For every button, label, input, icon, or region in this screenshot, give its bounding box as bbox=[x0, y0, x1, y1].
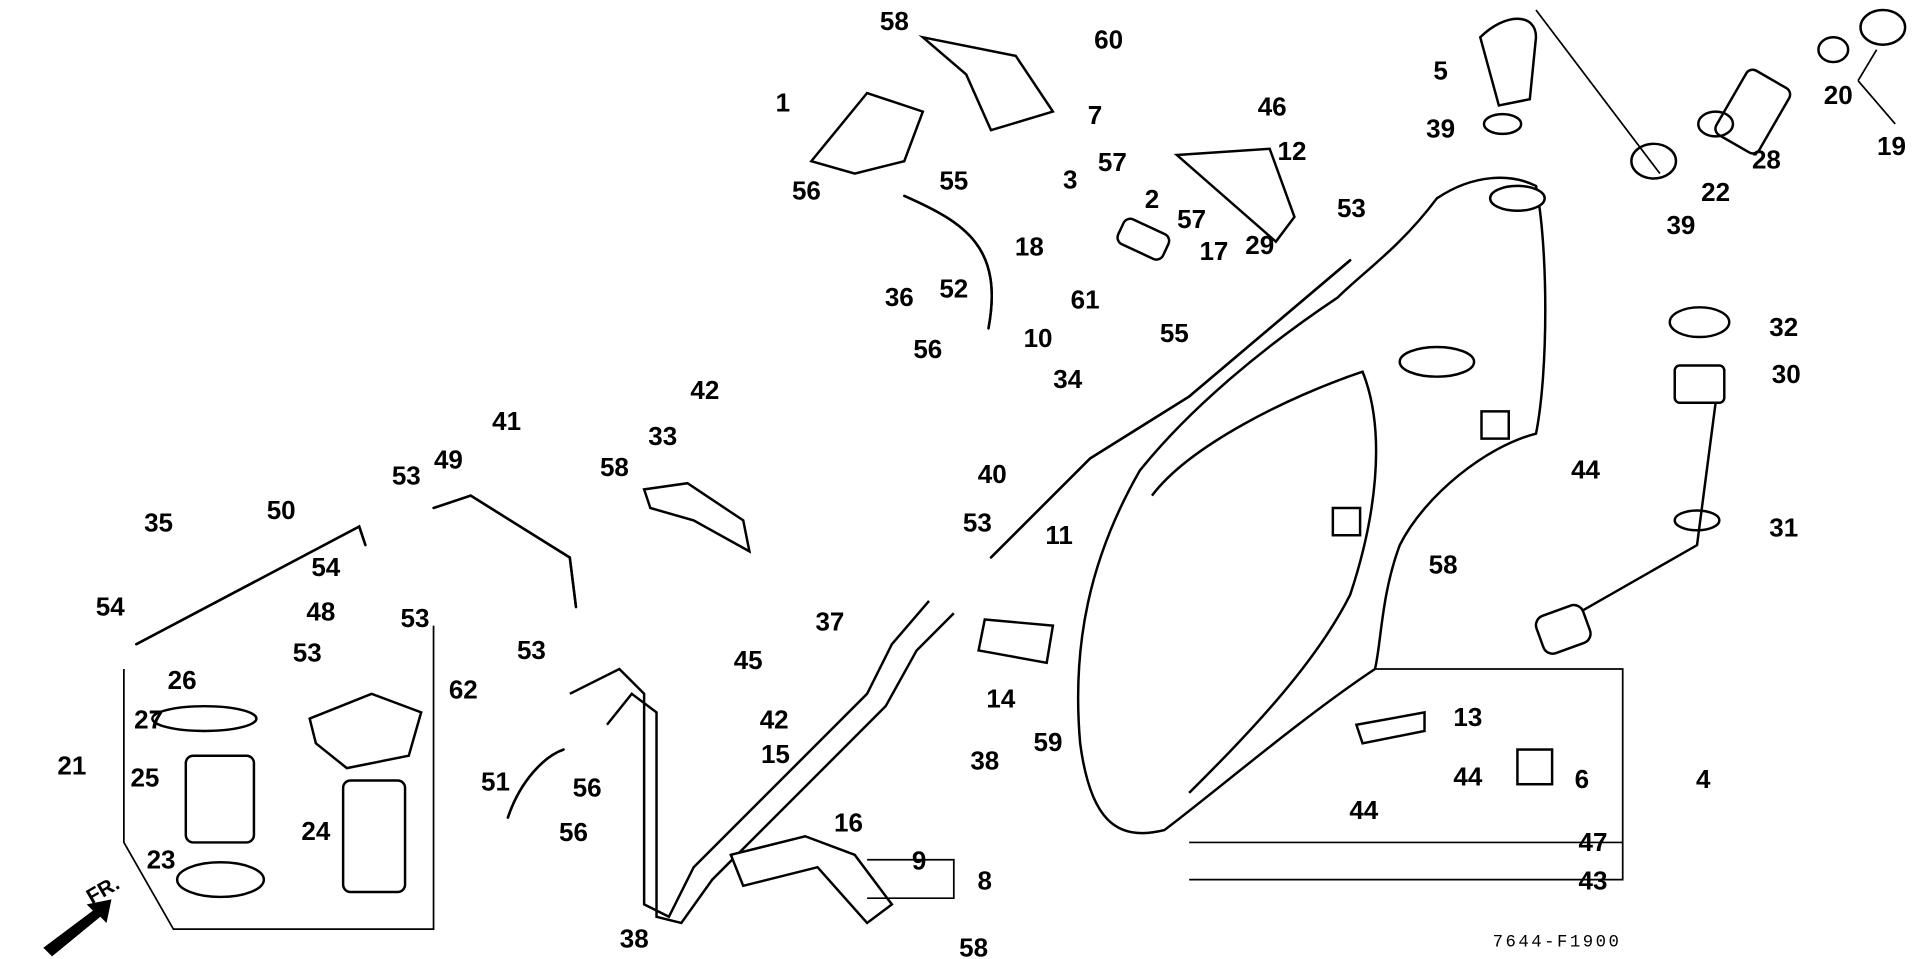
callout-42: 42 bbox=[690, 375, 719, 405]
callout-3: 3 bbox=[1063, 164, 1077, 194]
fuel-line-16 bbox=[606, 612, 955, 925]
callout-59: 59 bbox=[1033, 727, 1062, 757]
callout-20: 20 bbox=[1824, 80, 1853, 110]
callout-30: 30 bbox=[1772, 359, 1801, 389]
callout-13: 13 bbox=[1453, 702, 1482, 732]
callout-61: 61 bbox=[1071, 285, 1100, 315]
fuel-tank bbox=[1076, 176, 1547, 835]
callout-40: 40 bbox=[978, 459, 1007, 489]
callout-56: 56 bbox=[792, 176, 821, 206]
fuel-valve bbox=[308, 692, 423, 770]
filter-cup bbox=[184, 754, 256, 844]
callout-19: 19 bbox=[1877, 131, 1906, 161]
callout-58: 58 bbox=[1429, 550, 1458, 580]
callout-58: 58 bbox=[959, 932, 988, 959]
callout-38: 38 bbox=[970, 745, 999, 775]
callout-25: 25 bbox=[130, 763, 159, 793]
callout-55: 55 bbox=[1160, 318, 1189, 348]
callout-4: 4 bbox=[1696, 764, 1711, 794]
callout-62: 62 bbox=[449, 675, 478, 705]
callout-9: 9 bbox=[912, 846, 926, 876]
callout-15: 15 bbox=[761, 739, 790, 769]
callout-57: 57 bbox=[1177, 204, 1206, 234]
callout-54: 54 bbox=[96, 592, 125, 622]
callout-45: 45 bbox=[734, 645, 763, 675]
callout-57: 57 bbox=[1098, 147, 1127, 177]
callout-39: 39 bbox=[1666, 210, 1695, 240]
callout-24: 24 bbox=[301, 816, 330, 846]
callout-35: 35 bbox=[144, 508, 173, 538]
fuel-filter bbox=[341, 779, 407, 894]
callout-12: 12 bbox=[1278, 136, 1307, 166]
callout-44: 44 bbox=[1349, 795, 1378, 825]
callout-60: 60 bbox=[1094, 24, 1123, 54]
callout-10: 10 bbox=[1024, 323, 1053, 353]
callout-49: 49 bbox=[434, 444, 463, 474]
callout-32: 32 bbox=[1769, 312, 1798, 342]
callout-17: 17 bbox=[1199, 236, 1228, 266]
callout-44: 44 bbox=[1453, 761, 1482, 791]
callout-54: 54 bbox=[311, 552, 340, 582]
fuel-level-sender bbox=[1673, 364, 1726, 404]
callout-53: 53 bbox=[963, 508, 992, 538]
callout-53: 53 bbox=[293, 638, 322, 668]
callout-36: 36 bbox=[885, 282, 914, 312]
callout-58: 58 bbox=[600, 452, 629, 482]
callout-53: 53 bbox=[1337, 193, 1366, 223]
callout-53: 53 bbox=[517, 635, 546, 665]
callout-42: 42 bbox=[760, 704, 789, 734]
fuel-line-15 bbox=[569, 600, 930, 919]
callout-2: 2 bbox=[1145, 184, 1159, 214]
callout-23: 23 bbox=[147, 844, 176, 874]
figure-code: 7644-F1900 bbox=[1493, 933, 1622, 952]
callout-56: 56 bbox=[573, 773, 602, 803]
callout-50: 50 bbox=[267, 495, 296, 525]
callout-31: 31 bbox=[1769, 512, 1798, 542]
callout-11: 11 bbox=[1045, 520, 1073, 550]
callout-29: 29 bbox=[1245, 230, 1274, 260]
callout-1: 1 bbox=[776, 88, 790, 118]
callout-56: 56 bbox=[559, 817, 588, 847]
callout-34: 34 bbox=[1053, 364, 1082, 394]
callout-5: 5 bbox=[1433, 55, 1447, 85]
callout-53: 53 bbox=[392, 460, 421, 490]
callout-37: 37 bbox=[815, 607, 844, 637]
callout-8: 8 bbox=[978, 866, 992, 896]
callout-41: 41 bbox=[492, 406, 521, 436]
callout-51: 51 bbox=[481, 766, 510, 796]
direction-label: FR. bbox=[83, 872, 124, 909]
callout-58: 58 bbox=[880, 6, 909, 36]
callout-48: 48 bbox=[306, 597, 335, 627]
callout-27: 27 bbox=[134, 704, 163, 734]
callout-52: 52 bbox=[939, 273, 968, 303]
callout-14: 14 bbox=[986, 683, 1015, 713]
callout-16: 16 bbox=[834, 807, 863, 837]
callout-47: 47 bbox=[1579, 827, 1608, 857]
callout-33: 33 bbox=[648, 421, 677, 451]
callout-6: 6 bbox=[1575, 764, 1589, 794]
callout-53: 53 bbox=[401, 603, 430, 633]
callout-44: 44 bbox=[1571, 454, 1600, 484]
callout-7: 7 bbox=[1088, 100, 1102, 130]
fuel-pump bbox=[809, 91, 925, 175]
callout-43: 43 bbox=[1579, 866, 1608, 896]
front-direction-arrow: FR. bbox=[43, 872, 124, 957]
callout-39: 39 bbox=[1426, 114, 1455, 144]
callout-56: 56 bbox=[913, 334, 942, 364]
callout-22: 22 bbox=[1701, 177, 1730, 207]
callout-26: 26 bbox=[168, 665, 197, 695]
callout-55: 55 bbox=[939, 166, 968, 196]
callout-46: 46 bbox=[1258, 91, 1287, 121]
callout-18: 18 bbox=[1015, 231, 1044, 261]
callout-21: 21 bbox=[57, 750, 86, 780]
callout-38: 38 bbox=[620, 924, 649, 954]
callout-28: 28 bbox=[1752, 145, 1781, 175]
